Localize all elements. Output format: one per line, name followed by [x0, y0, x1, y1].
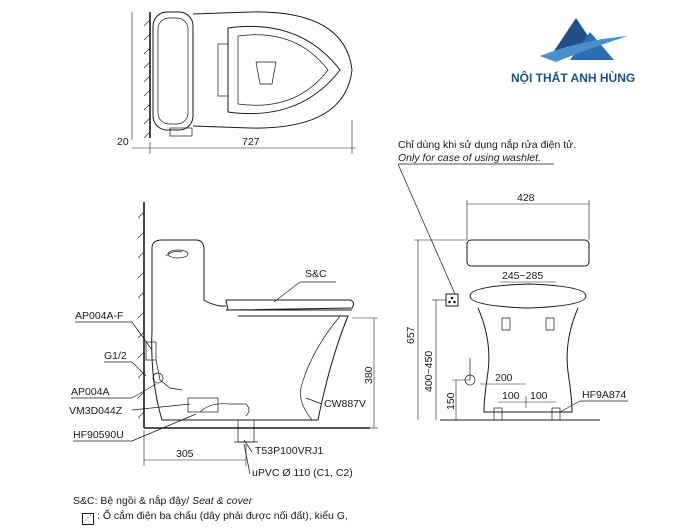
brand-name: NỘI THẤT ANH HÙNG	[511, 70, 635, 85]
top-view: 20 727	[117, 11, 356, 154]
dim-bowl-height: 380	[363, 366, 375, 384]
dim-inlet: 400~450	[423, 351, 435, 392]
label-vm3d044z: VM3D044Z	[69, 405, 123, 417]
label-outlet: uPVC Ø 110 (C1, C2)	[252, 467, 353, 479]
socket-icon	[445, 293, 459, 307]
side-view: AP004A-F G1/2 AP004A VM3D044Z HF90590U S…	[69, 202, 378, 479]
label-hf9a874: HF9A874	[582, 389, 627, 401]
note-vi: Chỉ dùng khi sử dụng nắp rửa điện tử.	[398, 138, 576, 151]
socket-icon: ⋰	[82, 513, 94, 525]
dim-200: 200	[495, 372, 513, 384]
dim-length: 727	[242, 136, 260, 148]
dim-wall-gap: 20	[117, 136, 129, 148]
label-hf90590u: HF90590U	[73, 429, 124, 441]
wall-hatch	[143, 19, 151, 139]
legend: S&C: Bệ ngồi & nắp đậy/ Seat & cover ⋰: …	[73, 494, 348, 525]
washlet-note: Chỉ dùng khi sử dụng nắp rửa điện tử. On…	[397, 138, 576, 295]
label-seat: S&C	[305, 268, 327, 280]
dim-height: 657	[405, 326, 417, 344]
brand-logo: NỘI THẤT ANH HÙNG	[511, 18, 635, 85]
dim-range: 245~285	[502, 270, 543, 282]
label-ap004a: AP004A	[71, 386, 110, 398]
dim-rough-in: 305	[176, 448, 194, 460]
label-pipe: T53P100VRJ1	[255, 445, 323, 457]
label-ap004a-f: AP004A-F	[75, 310, 123, 322]
dim-100a: 100	[502, 390, 520, 402]
side-wall-hatch	[137, 211, 145, 419]
legend-seat: S&C: Bệ ngồi & nắp đậy/ Seat & cover	[73, 495, 253, 507]
dim-width: 428	[517, 192, 535, 204]
label-bowl: CW887V	[324, 398, 366, 410]
dim-100b: 100	[530, 390, 548, 402]
front-view: 428 245~285 657 400~450 150 200 100 100 …	[405, 192, 628, 421]
note-en: Only for case of using washlet.	[398, 152, 541, 164]
legend-socket: ⋰: Ổ cắm điện ba chấu (dây phải được nối…	[73, 509, 348, 525]
dim-150: 150	[445, 392, 457, 410]
label-g12: G1/2	[104, 350, 127, 362]
